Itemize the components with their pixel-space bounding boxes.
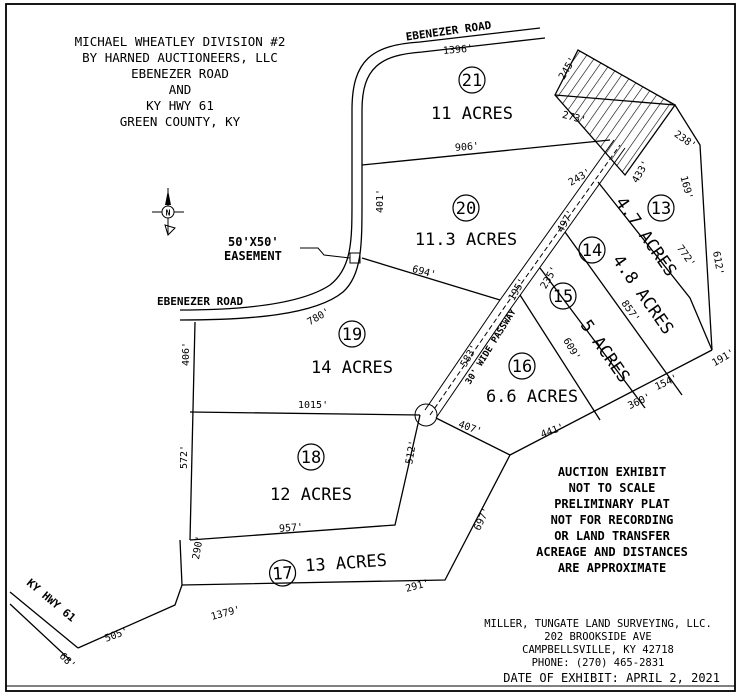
tract-21: 21 11 ACRES (431, 66, 513, 124)
tract-16-number: 16 (512, 357, 532, 377)
tract-13-circle (647, 194, 675, 222)
tract-19-circle (338, 320, 366, 348)
dim-1379: 1379' (210, 604, 242, 622)
road-label-ebenezer-left: EBENEZER ROAD (157, 295, 243, 308)
tract-13-number: 13 (651, 199, 671, 219)
dim-238: 238' (672, 129, 698, 152)
dim-360: 360' (626, 392, 652, 412)
dim-290: 290' (191, 535, 206, 561)
dim-957: 957' (279, 522, 304, 535)
tract-19-acres: 14 ACRES (311, 358, 393, 378)
dim-497: 497' (555, 208, 577, 234)
ky-hwy-61-road (9, 591, 79, 661)
tract-15: 15 5 ACRES (549, 282, 633, 387)
tract-21-circle (458, 66, 486, 94)
tract-18: 18 12 ACRES (270, 443, 352, 505)
tract-18-acres: 12 ACRES (270, 485, 352, 505)
auction-note-line-2: NOT TO SCALE (569, 481, 656, 495)
north-arrow: N (152, 188, 184, 236)
easement-marker (300, 247, 361, 264)
dim-195: 195' (507, 277, 529, 303)
dim-694: 694' (411, 264, 437, 281)
auction-note-line-7: ARE APPROXIMATE (558, 561, 666, 575)
tract-17-number: 17 (272, 563, 294, 584)
title-block: MICHAEL WHEATLEY DIVISION #2 BY HARNED A… (75, 34, 286, 129)
title-line-1: MICHAEL WHEATLEY DIVISION #2 (75, 34, 286, 49)
north-arrow-circle (161, 205, 175, 219)
tract-17-circle (268, 559, 297, 587)
surveyor-line-2: 202 BROOKSIDE AVE (544, 631, 651, 643)
tract-14-number: 14 (582, 241, 602, 261)
surveyor-block: MILLER, TUNGATE LAND SURVEYING, LLC. 202… (484, 618, 712, 669)
dim-572: 572' (179, 445, 190, 469)
dim-780: 780' (306, 306, 332, 328)
auction-note-line-3: PRELIMINARY PLAT (554, 497, 670, 511)
tract-16-circle (508, 352, 536, 380)
date-of-exhibit: DATE OF EXHIBIT: APRIL 2, 2021 (503, 671, 720, 685)
tract-18-number: 18 (301, 448, 321, 468)
dim-612: 612' (710, 250, 725, 276)
auction-note: AUCTION EXHIBIT NOT TO SCALE PRELIMINARY… (536, 465, 688, 575)
surveyor-line-4: PHONE: (270) 465-2831 (532, 657, 665, 669)
title-line-2: BY HARNED AUCTIONEERS, LLC (82, 50, 278, 65)
tract-19-number: 19 (342, 325, 362, 345)
dim-68: 68' (57, 651, 78, 672)
auction-note-line-6: ACREAGE AND DISTANCES (536, 545, 688, 559)
auction-note-line-5: OR LAND TRANSFER (554, 529, 670, 543)
auction-note-line-4: NOT FOR RECORDING (551, 513, 674, 527)
dim-609: 609' (560, 336, 582, 362)
surveyor-line-3: CAMPBELLSVILLE, KY 42718 (522, 644, 674, 656)
dim-406: 406' (181, 342, 192, 366)
dim-512: 512' (404, 440, 419, 466)
tract-15-acres: 5 ACRES (576, 316, 633, 386)
easement-label-2: EASEMENT (224, 249, 282, 263)
ebenezer-road (179, 27, 546, 321)
tract-14-circle (578, 236, 606, 264)
dim-697: 697' (472, 506, 492, 532)
dim-1015: 1015' (298, 400, 328, 411)
dim-243: 243' (567, 167, 593, 189)
north-arrow-letter: N (166, 209, 171, 218)
title-line-4: AND (169, 82, 192, 97)
tract-15-number: 15 (553, 287, 573, 307)
dim-191: 191' (710, 347, 736, 369)
tract-20-acres: 11.3 ACRES (415, 230, 517, 250)
tract-16: 16 6.6 ACRES (486, 352, 578, 407)
tract-20-circle (452, 194, 480, 222)
dim-906: 906' (455, 141, 480, 154)
dim-1396: 1396' (443, 43, 474, 57)
auction-note-line-1: AUCTION EXHIBIT (558, 465, 666, 479)
tract-21-number: 21 (462, 71, 482, 91)
dim-505: 505' (103, 626, 129, 645)
dim-154: 154' (653, 373, 679, 393)
tract-20: 20 11.3 ACRES (415, 194, 517, 250)
surveyor-line-1: MILLER, TUNGATE LAND SURVEYING, LLC. (484, 618, 712, 630)
road-label-hwy: KY HWY 61 (24, 576, 78, 625)
title-line-5: KY HWY 61 (146, 98, 214, 113)
drawing-frame (5, 3, 736, 692)
dim-169: 169' (677, 175, 694, 201)
tract-16-acres: 6.6 ACRES (486, 387, 578, 407)
tract-20-number: 20 (456, 199, 476, 219)
dim-401: 401' (375, 189, 386, 213)
tract-boundaries (77, 94, 713, 649)
title-line-6: GREEN COUNTY, KY (120, 114, 241, 129)
tract-21-acres: 11 ACRES (431, 104, 513, 124)
easement-label-1: 50'X50' (228, 235, 279, 249)
tract-15-circle (549, 282, 577, 310)
tract-17-acres: 13 ACRES (304, 551, 387, 577)
tract-19: 19 14 ACRES (311, 320, 393, 378)
title-line-3: EBENEZER ROAD (131, 66, 229, 81)
road-label-ebenezer-top: EBENEZER ROAD (405, 19, 492, 44)
tract-18-circle (297, 443, 325, 471)
dim-441: 441' (539, 422, 565, 441)
